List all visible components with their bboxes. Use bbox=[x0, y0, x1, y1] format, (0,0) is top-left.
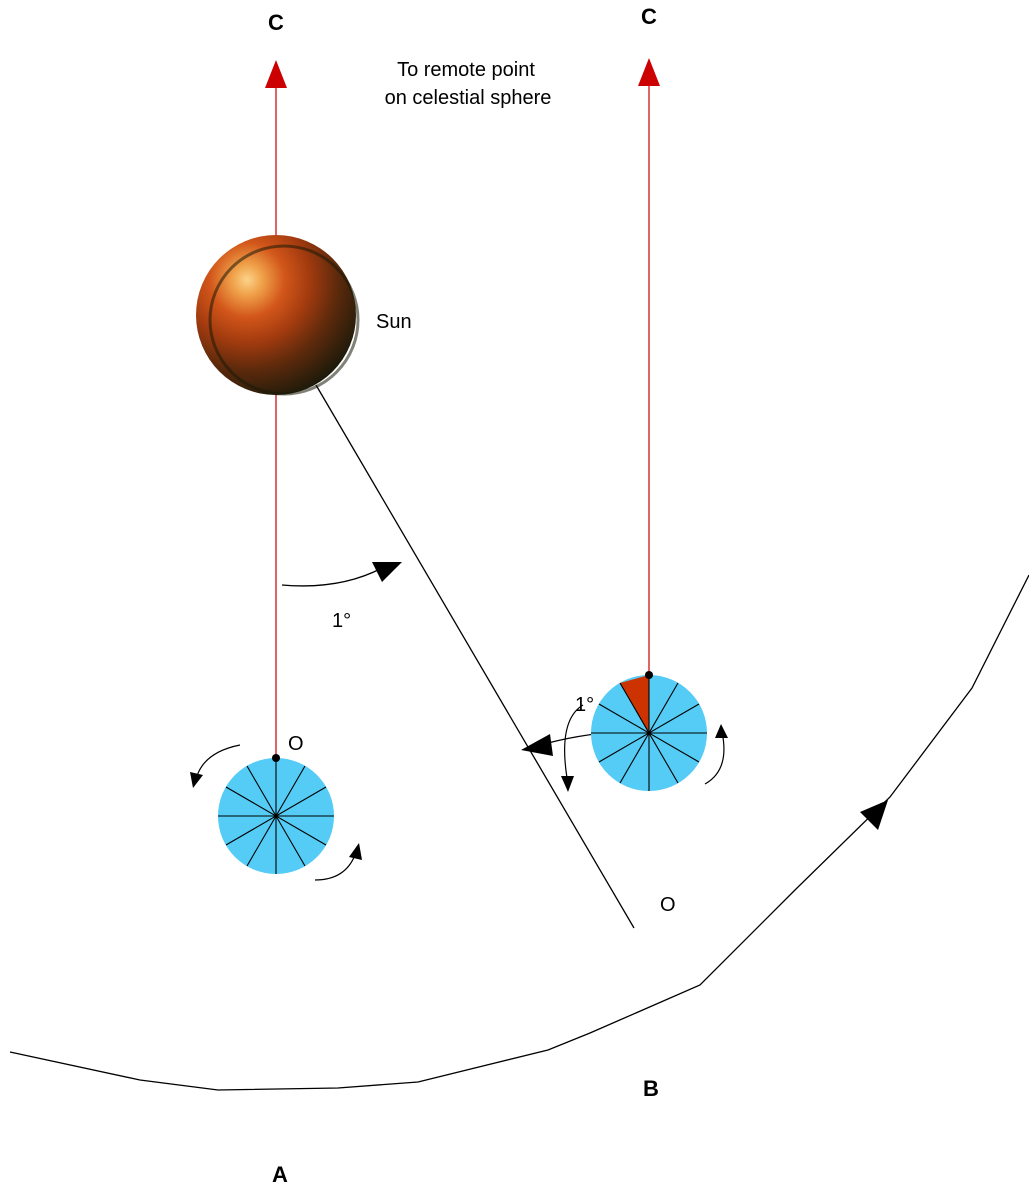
label-c-right: C bbox=[641, 4, 657, 29]
label-o-b: O bbox=[660, 894, 676, 916]
celestial-arrowhead-a bbox=[265, 60, 287, 88]
observer-point-b bbox=[645, 671, 653, 679]
earth-b bbox=[561, 671, 728, 792]
earth-a bbox=[190, 744, 362, 881]
label-angle-a: 1° bbox=[332, 610, 351, 632]
celestial-arrowhead-b bbox=[638, 58, 660, 86]
label-remote-line2: on celestial sphere bbox=[385, 87, 552, 109]
label-pos-b: B bbox=[643, 1076, 659, 1101]
label-o-a: O bbox=[288, 733, 304, 755]
rotation-arrowhead-a-bottom bbox=[349, 843, 362, 860]
label-remote-line1: To remote point bbox=[397, 59, 535, 81]
orbit-arrowhead bbox=[860, 800, 888, 830]
rotation-arrowhead-b-right bbox=[715, 724, 728, 738]
orbit-path bbox=[9, 574, 1029, 1091]
observer-point-a bbox=[272, 754, 280, 762]
label-angle-b: 1° bbox=[575, 694, 594, 716]
label-sun: Sun bbox=[376, 311, 412, 333]
rotation-wedge-b bbox=[620, 675, 649, 733]
sun bbox=[196, 235, 356, 395]
angle-arc-a bbox=[281, 567, 383, 587]
label-c-left: C bbox=[268, 10, 284, 35]
rotation-arrowhead-b-left bbox=[561, 776, 574, 792]
angle-arrowhead-b bbox=[521, 734, 553, 756]
sun-shadow-rim bbox=[208, 244, 360, 396]
label-pos-a: A bbox=[272, 1162, 288, 1187]
sun-to-b-line bbox=[315, 384, 635, 929]
rotation-arrowhead-a-top bbox=[190, 772, 203, 788]
angle-arrowhead-a bbox=[372, 562, 402, 582]
